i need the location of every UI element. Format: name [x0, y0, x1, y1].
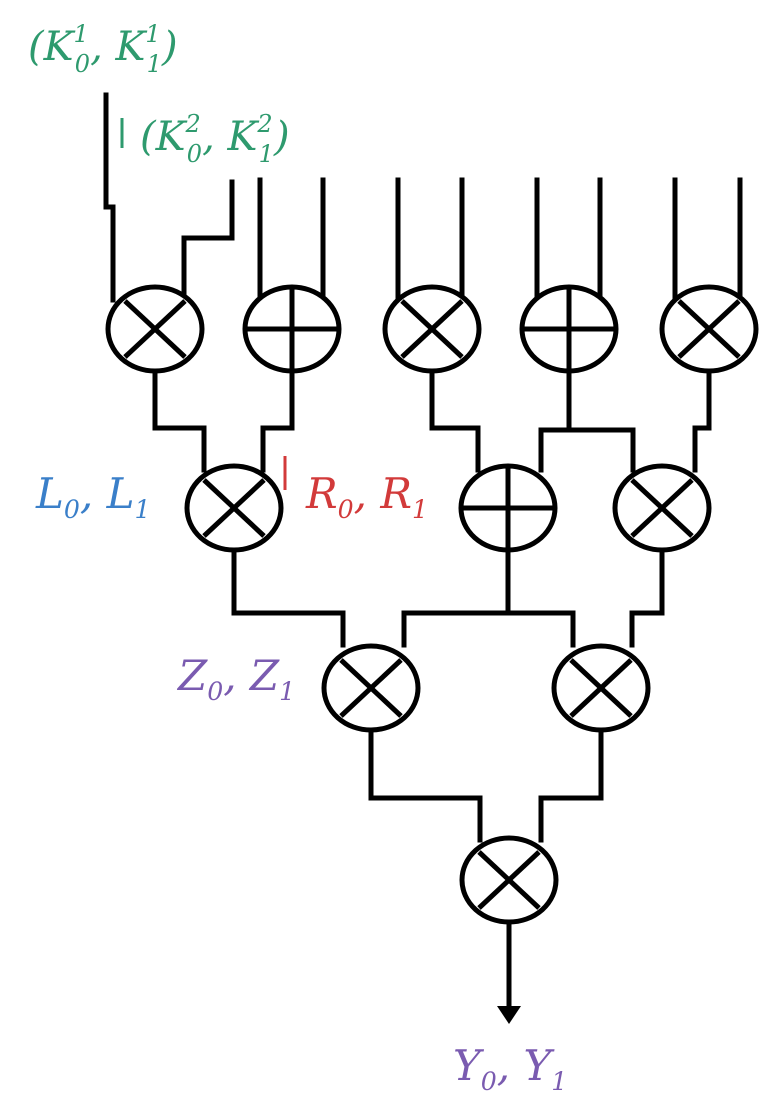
wire-g2-to-g6: [260, 357, 295, 473]
and-gate-icon: [321, 643, 421, 733]
and-gate-icon: [459, 835, 559, 925]
circuit-wires: [103, 92, 743, 1024]
output-wire-label: Y0, Y1: [453, 1041, 567, 1096]
wire-g7-to-g9: [401, 547, 511, 648]
wire-g10-to-g11: [538, 727, 604, 843]
wire-g3-to-g7: [429, 357, 481, 473]
circuit-gates: [105, 284, 759, 925]
wire-g8-to-g10: [629, 547, 665, 648]
and-gate-icon: [659, 284, 759, 374]
left-wire-label: L0, L1: [35, 469, 151, 524]
and-gate-icon: [105, 284, 205, 374]
wire-k1-to-g1: [103, 92, 116, 303]
and-gate-icon: [612, 463, 712, 553]
wire-g4-to-g8: [566, 427, 636, 473]
xor-gate-icon: [458, 463, 558, 553]
xor-gate-icon: [519, 284, 619, 374]
and-gate-icon: [382, 284, 482, 374]
wire-k2-to-g1: [181, 179, 235, 303]
wire-g7-to-g10: [505, 610, 576, 648]
and-gate-icon: [551, 643, 651, 733]
and-gate-icon: [184, 463, 284, 553]
intermediate-wire-label: Z0, Z1: [176, 651, 295, 706]
wire-g1-to-g6: [152, 357, 207, 473]
wire-g9-to-g11: [368, 727, 483, 843]
wire-g5-to-g8: [692, 357, 712, 473]
xor-gate-icon: [242, 284, 342, 374]
right-wire-label: R0, R1: [305, 469, 428, 524]
wire-g4-to-g7: [538, 357, 572, 473]
wire-g6-to-g9: [231, 547, 346, 648]
output-arrow-head: [497, 1006, 521, 1024]
